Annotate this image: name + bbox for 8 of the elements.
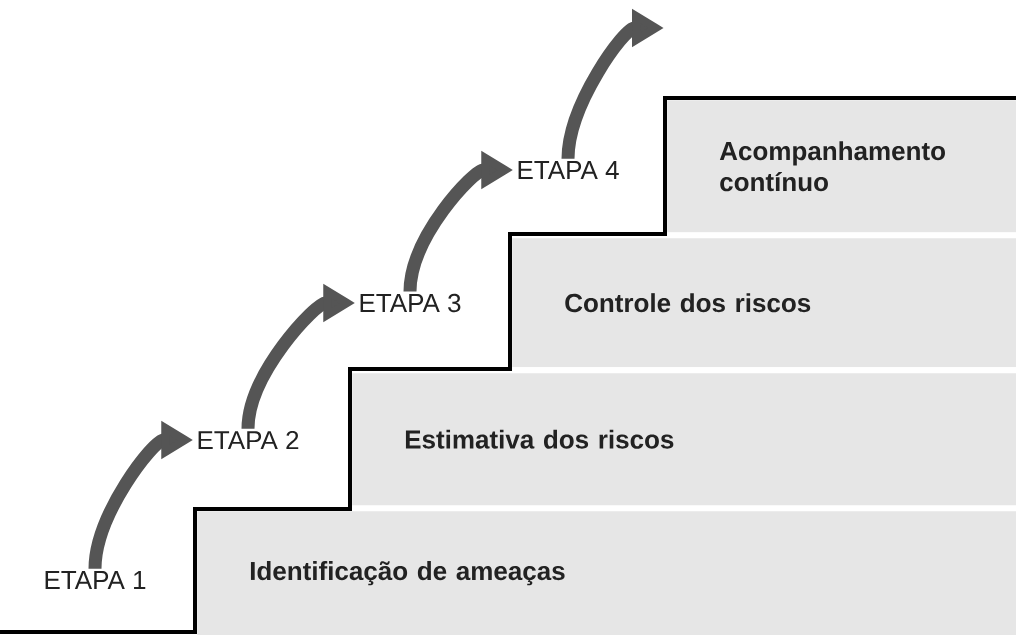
- step-band: Acompanhamento contínuo: [667, 100, 1016, 233]
- step-label: ETAPA 4: [518, 161, 619, 179]
- step-band: Estimativa dos riscos: [352, 373, 1016, 506]
- step-band: Controle dos riscos: [512, 238, 1016, 368]
- step-band: Identificação de ameaças: [197, 511, 1016, 635]
- step-label: ETAPA 3: [360, 293, 461, 313]
- step-label: ETAPA 2: [198, 430, 299, 450]
- step-label: ETAPA 1: [45, 571, 146, 589]
